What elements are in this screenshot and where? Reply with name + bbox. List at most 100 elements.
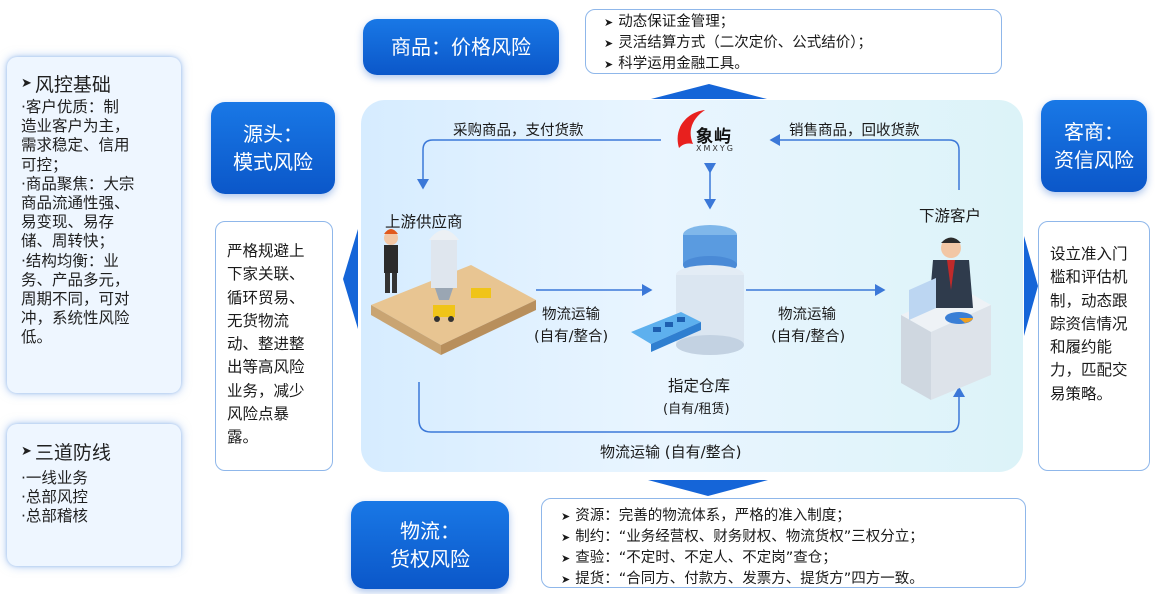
upstream-mine-illustration xyxy=(371,229,536,355)
purchase-flow-label: 采购商品，支付货款 xyxy=(453,123,584,139)
bullet-arrow-icon: ➤ xyxy=(21,76,32,91)
logistics-right-sub: (自有/整合) xyxy=(771,329,846,345)
customer-credit-risk-pill: 客商： 资信风险 xyxy=(1041,100,1147,192)
text-line: 设立准入门 xyxy=(1050,245,1128,263)
sales-flow-arrow xyxy=(769,134,960,190)
bottom-logistics-arrow xyxy=(418,382,965,433)
text-line: 严格规避上 xyxy=(227,242,305,260)
bullet-arrow-icon: ➤ xyxy=(21,444,32,459)
text-line: 风险点暴 xyxy=(227,405,290,424)
text-line: 务、产品多元， xyxy=(21,270,130,289)
logistics-pill-line1: 物流： xyxy=(400,519,460,543)
customer-pill-line1: 客商： xyxy=(1064,120,1124,144)
list-item-text: 灵活结算方式（二次定价、公式结价）； xyxy=(618,35,872,51)
source-pill-line1: 源头： xyxy=(243,122,303,146)
risk-foundation-text: ·客户优质：制造业客户为主，需求稳定、信用可控；·商品聚焦：大宗商品流通性强、易… xyxy=(21,98,181,348)
list-item-text: 制约：“业务经营权、财务财权、物流货权”三权分立； xyxy=(575,529,924,545)
warehouse-sub-label: (自有/租赁) xyxy=(663,402,730,417)
xiangyu-logo-icon xyxy=(677,110,705,148)
text-line: 冲，系统性风险 xyxy=(21,309,130,328)
bottom-logistics-label: 物流运输 (自有/整合) xyxy=(600,443,742,461)
trade-flow-panel: 采购商品，支付货款 销售商品，回收货款 象屿 XMXYG 上游供应商 下游客户 … xyxy=(361,100,1023,472)
text-line: 下家关联、 xyxy=(227,265,305,284)
logo-text-group: 象屿 XMXYG xyxy=(696,122,735,153)
downstream-office-illustration xyxy=(901,237,991,400)
text-line: 和履约能 xyxy=(1050,338,1113,357)
bullet-arrow-icon: ➤ xyxy=(604,37,614,50)
logo-text: 象屿 xyxy=(696,127,732,147)
text-line: 无货物流 xyxy=(227,311,290,330)
three-defense-title: 三道防线 xyxy=(34,442,111,464)
list-item-text: 资源：完善的物流体系，严格的准入制度； xyxy=(575,508,851,524)
text-line: 可控； xyxy=(21,155,68,174)
diamond-top-pointer xyxy=(651,84,767,99)
text-line: ·结构均衡：业 xyxy=(21,251,119,270)
bullet-arrow-icon: ➤ xyxy=(561,552,571,565)
text-line: 动、整进整 xyxy=(227,335,305,354)
list-item: ➤ 资源：完善的物流体系，严格的准入制度； xyxy=(561,506,1025,527)
three-defense-card: ➤ 三道防线 ·一线业务·总部风控·总部稽核 xyxy=(7,424,181,566)
customer-pill-line2: 资信风险 xyxy=(1054,148,1134,172)
logistics-pill-line2: 货权风险 xyxy=(390,547,470,571)
list-item-text: 提货：“合同方、付款方、发票方、提货方”四方一致。 xyxy=(575,571,924,587)
customer-measures-box: 设立准入门槛和评估机制，动态跟踪资信情况和履约能力，匹配交易策略。 xyxy=(1038,221,1150,471)
list-item-text: 科学运用金融工具。 xyxy=(618,56,749,72)
bullet-arrow-icon: ➤ xyxy=(561,573,571,586)
text-line: 需求稳定、信用 xyxy=(21,136,130,155)
risk-foundation-card: ➤ 风控基础 ·客户优质：制造业客户为主，需求稳定、信用可控；·商品聚焦：大宗商… xyxy=(7,57,181,393)
logistics-right-label: 物流运输 xyxy=(778,307,836,323)
text-line: 露。 xyxy=(227,428,259,447)
text-line: ·商品聚焦：大宗 xyxy=(21,174,135,193)
text-line: 储、周转快； xyxy=(21,232,115,251)
text-line: 易变现、易存 xyxy=(21,213,115,232)
text-line: 商品流通性强、 xyxy=(21,194,130,213)
text-line: 制，动态跟 xyxy=(1050,291,1128,310)
text-line: 槛和评估机 xyxy=(1050,268,1128,287)
text-line: 力，匹配交 xyxy=(1050,361,1128,380)
goods-price-risk-pill: 商品：价格风险 xyxy=(363,19,559,75)
text-line: ·客户优质：制 xyxy=(21,98,119,116)
list-item-text: 查验：“不定时、不定人、不定岗”查仓； xyxy=(575,550,837,566)
list-item: ➤ 制约：“业务经营权、财务财权、物流货权”三权分立； xyxy=(561,527,1025,548)
source-model-risk-pill: 源头： 模式风险 xyxy=(211,102,335,194)
text-line: 业务，减少 xyxy=(227,381,305,400)
downstream-customer-label: 下游客户 xyxy=(919,207,982,225)
list-item: ➤ 提货：“合同方、付款方、发票方、提货方”四方一致。 xyxy=(561,569,1025,590)
designated-warehouse-label: 指定仓库 xyxy=(668,377,731,395)
flow-arrows xyxy=(371,110,991,433)
list-item: ➤ 灵活结算方式（二次定价、公式结价）； xyxy=(604,33,1001,54)
text-line: 造业客户为主， xyxy=(21,117,130,136)
text-line: 出等高风险 xyxy=(227,358,305,377)
logo-subtext: XMXYG xyxy=(696,144,735,153)
logistics-left-sub: (自有/整合) xyxy=(534,329,609,345)
upstream-supplier-label: 上游供应商 xyxy=(385,213,463,231)
list-item: ➤ 查验：“不定时、不定人、不定岗”查仓； xyxy=(561,548,1025,569)
logistics-measures-box: ➤ 资源：完善的物流体系，严格的准入制度； ➤ 制约：“业务经营权、财务财权、物流货权… xyxy=(541,498,1026,588)
bullet-arrow-icon: ➤ xyxy=(604,58,614,71)
warehouse-tower-illustration xyxy=(631,225,744,355)
three-defense-text: ·一线业务·总部风控·总部稽核 xyxy=(21,469,181,527)
goods-measures-box: ➤ 动态保证金管理； ➤ 灵活结算方式（二次定价、公式结价）； ➤ 科学运用金融工具。 xyxy=(585,9,1002,74)
goods-pill-label: 商品：价格风险 xyxy=(391,35,531,59)
logistics-ownership-risk-pill: 物流： 货权风险 xyxy=(351,501,509,589)
list-item: ➤ 动态保证金管理； xyxy=(604,12,1001,33)
text-line: 循环贸易、 xyxy=(227,288,305,307)
list-item: ➤ 科学运用金融工具。 xyxy=(604,54,1001,75)
text-line: 易策略。 xyxy=(1050,384,1113,403)
bullet-arrow-icon: ➤ xyxy=(604,16,614,29)
text-line: ·总部稽核 xyxy=(21,507,88,526)
bullet-arrow-icon: ➤ xyxy=(561,510,571,523)
list-item-text: 动态保证金管理； xyxy=(618,14,735,30)
diamond-left-pointer xyxy=(343,229,358,329)
text-line: 低。 xyxy=(21,328,53,347)
text-line: ·总部风控 xyxy=(21,488,88,507)
bullet-arrow-icon: ➤ xyxy=(561,531,571,544)
text-line: ·一线业务 xyxy=(21,469,88,487)
diamond-bottom-pointer xyxy=(648,480,768,496)
text-line: 周期不同，可对 xyxy=(21,290,130,309)
purchase-flow-arrow xyxy=(417,139,661,190)
text-line: 踪资信情况 xyxy=(1050,314,1128,333)
risk-foundation-title: 风控基础 xyxy=(34,74,111,96)
sales-flow-label: 销售商品，回收货款 xyxy=(789,123,920,139)
source-pill-line2: 模式风险 xyxy=(233,150,313,174)
